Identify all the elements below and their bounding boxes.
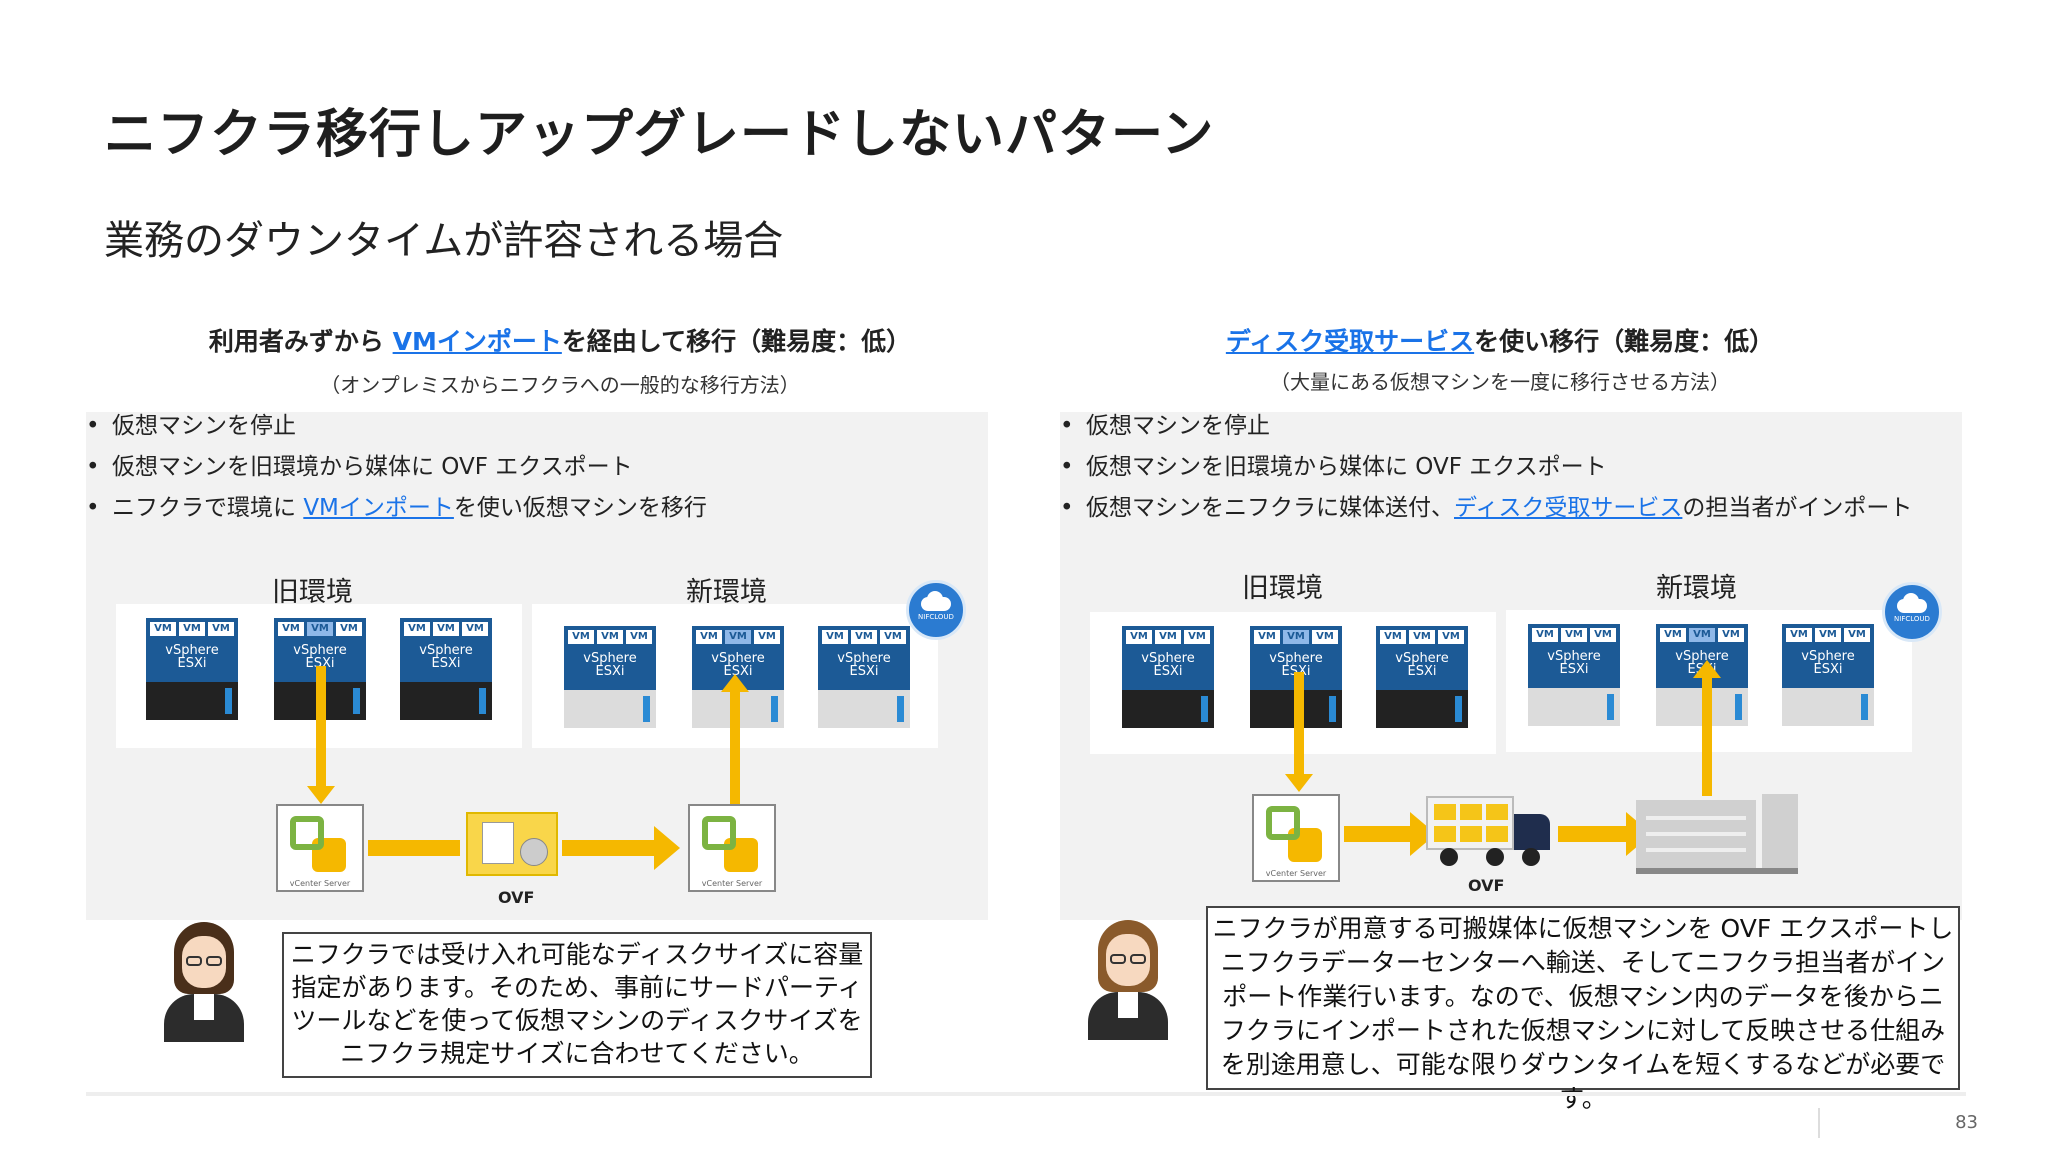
bullet-icon: • [1060,454,1074,480]
page-number-divider [1818,1108,1820,1138]
right-bullet-3-post: の担当者がインポート [1682,495,1913,521]
ovf-folder-icon [466,812,558,876]
right-new-env-label: 新環境 [1656,573,1737,604]
left-old-env-label: 旧環境 [272,577,353,608]
vm-import-bullet-link[interactable]: VMインポート [303,495,454,521]
delivery-truck-icon [1426,796,1554,868]
right-bullet-3-pre: 仮想マシンをニフクラに媒体送付、 [1086,495,1454,521]
person-avatar-icon [164,922,244,1042]
right-bullet-2: • 仮想マシンを旧環境から媒体に OVF エクスポート [1060,447,1960,488]
right-old-env-label: 旧環境 [1242,573,1323,604]
arrow-head-icon [654,826,680,870]
disk-service-bullet-link[interactable]: ディスク受取サービス [1454,495,1683,521]
arrow-up-icon [1693,660,1721,678]
right-heading-post: を使い移行（難易度：低） [1474,327,1775,356]
vm-import-link[interactable]: VMインポート [392,327,562,356]
right-bullet-3: • 仮想マシンをニフクラに媒体送付、ディスク受取サービスの担当者がインポート [1060,488,1960,529]
arrow-down-icon [1285,774,1313,792]
bullet-icon: • [86,454,100,480]
right-bullet-1: • 仮想マシンを停止 [1060,406,1960,447]
bullet-icon: • [86,495,100,521]
left-bullet-3-post: を使い仮想マシンを移行 [453,495,707,521]
arrow-down-icon [307,786,335,804]
left-bullet-1-text: 仮想マシンを停止 [112,413,296,439]
arrow-up-icon [721,674,749,692]
right-bullet-2-text: 仮想マシンを旧環境から媒体に OVF エクスポート [1086,454,1607,480]
left-heading: 利用者みずから VMインポートを経由して移行（難易度：低） [90,322,1030,358]
left-bullet-2-text: 仮想マシンを旧環境から媒体に OVF エクスポート [112,454,633,480]
page-title: ニフクラ移行しアップグレードしないパターン [104,105,1215,165]
left-bullet-3-pre: ニフクラで環境に [112,495,296,521]
footer-divider [86,1092,1966,1096]
left-bullets: • 仮想マシンを停止 • 仮想マシンを旧環境から媒体に OVF エクスポート • ニフ… [86,406,986,529]
vcenter-server-icon: vCenter Server [688,804,776,892]
page-number: 83 [1955,1112,1978,1133]
import-arrow-icon [730,692,740,806]
left-new-env-label: 新環境 [686,577,767,608]
bullet-icon: • [1060,413,1074,439]
arrow-right-icon [1558,826,1630,842]
disk-service-link[interactable]: ディスク受取サービス [1225,327,1475,356]
arrow-right-icon [368,840,460,856]
left-callout: ニフクラでは受け入れ可能なディスクサイズに容量指定があります。そのため、事前にサ… [282,932,872,1078]
nifcloud-logo-icon: NIFCLOUD [906,580,966,640]
left-heading-post: を経由して移行（難易度：低） [561,327,912,356]
arrow-right-icon [562,840,658,856]
left-bullet-1: • 仮想マシンを停止 [86,406,986,447]
right-bullets: • 仮想マシンを停止 • 仮想マシンを旧環境から媒体に OVF エクスポート • 仮想… [1060,406,1960,529]
vcenter-server-icon: vCenter Server [276,804,364,892]
right-callout: ニフクラが用意する可搬媒体に仮想マシンを OVF エクスポートしニフクラデーター… [1206,906,1960,1113]
import-arrow-icon [1702,678,1712,796]
bullet-icon: • [86,413,100,439]
left-bullet-3: • ニフクラで環境に VMインポートを使い仮想マシンを移行 [86,488,986,529]
right-ovf-label: OVF [1468,876,1505,895]
datacenter-building-icon [1636,794,1798,874]
right-note: （大量にある仮想マシンを一度に移行させる方法） [1270,370,1730,394]
right-bullet-1-text: 仮想マシンを停止 [1086,413,1270,439]
vcenter-server-icon: vCenter Server [1252,794,1340,882]
left-ovf-label: OVF [498,888,535,907]
left-note: （オンプレミスからニフクラへの一般的な移行方法） [320,373,800,397]
left-bullet-2: • 仮想マシンを旧環境から媒体に OVF エクスポート [86,447,986,488]
page-subtitle: 業務のダウンタイムが許容される場合 [104,218,784,264]
nifcloud-logo-icon: NIFCLOUD [1882,582,1942,642]
bullet-icon: • [1060,495,1074,521]
right-heading: ディスク受取サービスを使い移行（難易度：低） [1050,322,1950,358]
arrow-right-icon [1344,826,1416,842]
left-heading-pre: 利用者みずから [208,327,393,356]
export-arrow-icon [316,666,326,788]
export-arrow-icon [1294,672,1304,776]
person-avatar-icon [1088,920,1168,1040]
